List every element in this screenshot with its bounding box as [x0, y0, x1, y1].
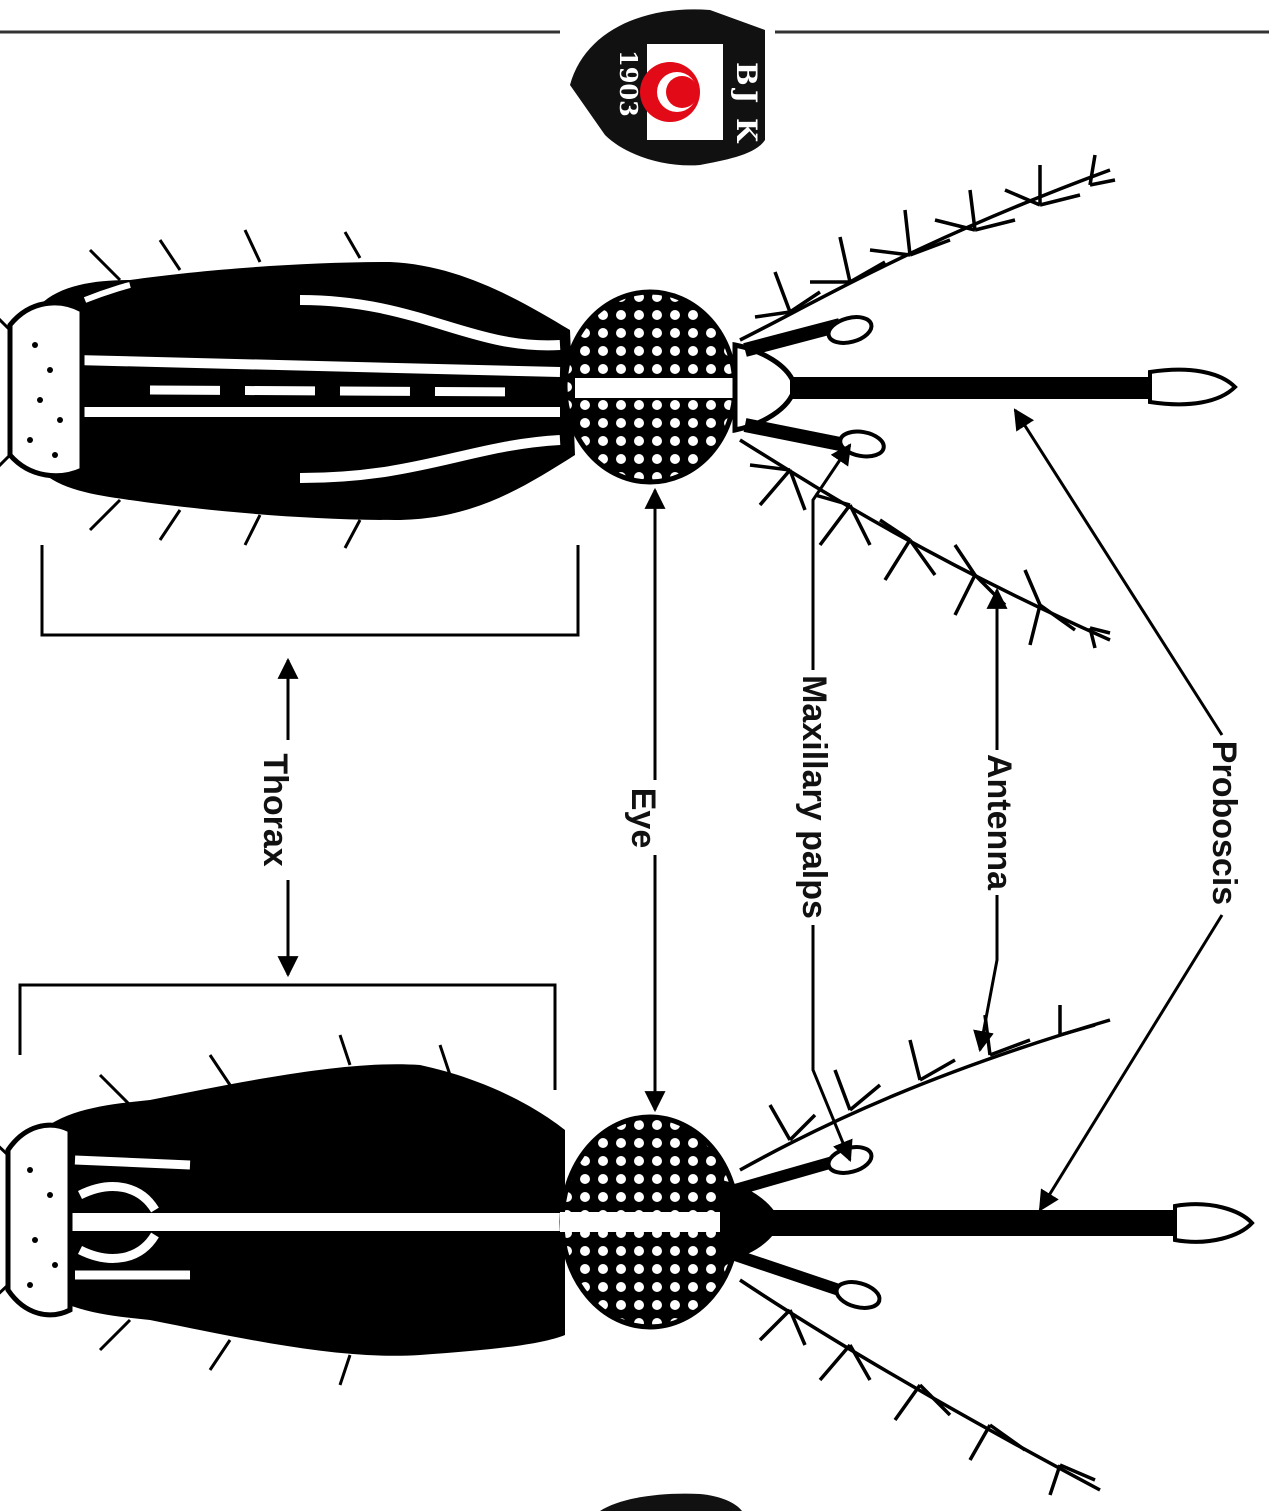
antenna-pointer-lower [980, 895, 997, 1050]
label-maxillary-palps: Maxillary palps [795, 675, 833, 919]
label-eye: Eye [624, 788, 662, 849]
mosquito-upper [0, 155, 1235, 648]
crest-fragment-bottom [600, 1494, 742, 1511]
crest-year: 1903 [614, 50, 643, 117]
thorax-lower [30, 1064, 565, 1356]
crest-letter-k: K [730, 118, 763, 144]
thorax-bracket-upper [42, 545, 578, 635]
proboscis-pointer-lower [1040, 915, 1222, 1210]
proboscis-lower [770, 1210, 1180, 1236]
crest-letter-j: J [730, 87, 763, 103]
palps-pointer-upper [813, 445, 850, 670]
maxillary-palp-upper-b [745, 425, 845, 445]
label-proboscis: Proboscis [1205, 741, 1243, 905]
mosquito-lower [0, 1005, 1252, 1495]
club-crest-watermark: B J K 1903 [570, 9, 765, 165]
antenna-upper-top [740, 155, 1115, 340]
thorax-bracket-lower [20, 985, 555, 1090]
crest-letter-b: B [730, 62, 763, 86]
proboscis-pointer-upper [1015, 410, 1222, 735]
antenna-lower-bottom [740, 1280, 1100, 1495]
label-thorax: Thorax [256, 753, 294, 866]
antenna-lower-top [740, 1005, 1110, 1170]
proboscis-upper [790, 377, 1160, 399]
label-antenna: Antenna [980, 754, 1018, 891]
